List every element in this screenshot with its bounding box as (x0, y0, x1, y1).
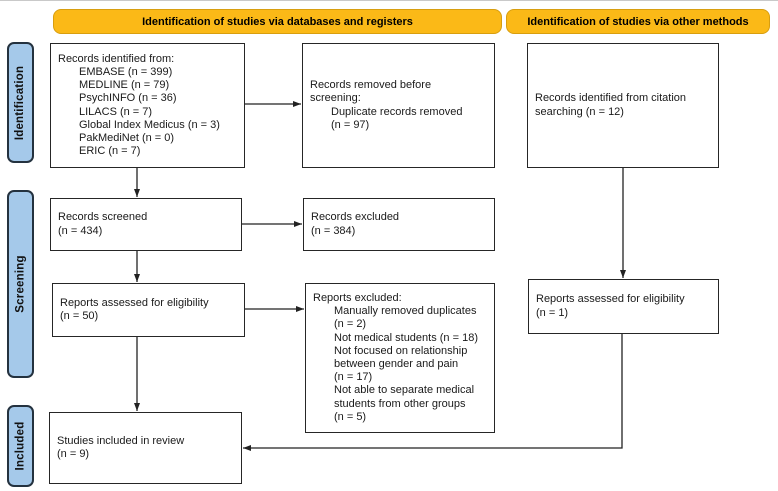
box-line: (n = 1) (536, 306, 569, 319)
stage-label-identification-text: Identification (14, 65, 27, 140)
box-line: Reports assessed for eligibility (60, 296, 209, 309)
box-line: (n = 5) (334, 410, 367, 423)
box-reports-assessed-databases: Reports assessed for eligibility (n = 50… (52, 283, 245, 337)
box-line: between gender and pain (334, 358, 459, 370)
box-reports-excluded: Reports excluded: Manually removed dupli… (305, 283, 495, 433)
arrow-assessed-other-to-included (243, 334, 623, 451)
box-line: (n = 50) (60, 310, 99, 322)
box-line: PakMediNet (n = 0) (79, 131, 175, 144)
box-line: Records identified from citation (535, 92, 687, 105)
box-line: Studies included in review (57, 434, 185, 447)
header-databases-registers: Identification of studies via databases … (53, 9, 502, 34)
stage-label-identification: Identification (7, 42, 34, 163)
box-line: EMBASE (n = 399) (79, 65, 173, 78)
box-records-removed: Records removed before screening: Duplic… (302, 43, 495, 168)
box-line: (n = 434) (58, 224, 103, 237)
box-line: Reports assessed for eligibility (536, 293, 685, 306)
stage-label-screening: Screening (7, 190, 34, 378)
box-line: Records screened (58, 211, 148, 224)
box-citation-search: Records identified from citation searchi… (527, 43, 719, 168)
box-line: searching (n = 12) (535, 105, 624, 118)
stage-label-screening-text: Screening (14, 255, 27, 313)
box-records-screened: Records screened (n = 434) (50, 198, 242, 251)
box-studies-included: Studies included in review (n = 9) (49, 412, 242, 484)
box-records-excluded: Records excluded (n = 384) (303, 198, 495, 251)
box-line: Records removed before (310, 79, 432, 92)
figure-top-border (0, 0, 778, 1)
box-line: PsychINFO (n = 36) (79, 92, 177, 105)
box-line: MEDLINE (n = 79) (79, 79, 170, 92)
box-line: (n = 17) (334, 371, 373, 384)
box-records-identified: Records identified from: EMBASE (n = 399… (50, 43, 245, 168)
box-line: (n = 9) (57, 448, 90, 460)
box-line: Manually removed duplicates (334, 305, 477, 318)
box-line: LILACS (n = 7) (79, 105, 153, 118)
box-line: (n = 97) (331, 118, 370, 131)
box-line: Not medical students (n = 18) (334, 331, 478, 344)
stage-label-included-text: Included (14, 421, 27, 471)
box-line: Not focused on relationship (334, 344, 468, 357)
stage-label-included: Included (7, 405, 34, 487)
box-line: Not able to separate medical (334, 384, 475, 397)
box-line: screening: (310, 92, 361, 105)
box-line: ERIC (n = 7) (79, 145, 141, 158)
box-line: Records identified from: (58, 52, 175, 65)
box-line: Global Index Medicus (n = 3) (79, 118, 220, 131)
box-line: (n = 384) (311, 224, 356, 237)
header-other-methods: Identification of studies via other meth… (506, 9, 770, 34)
box-line: students from other groups (334, 397, 466, 410)
box-line: Reports excluded: (313, 291, 402, 304)
box-line: (n = 2) (334, 318, 367, 331)
box-line: Records excluded (311, 211, 400, 224)
box-line: Duplicate records removed (331, 105, 463, 118)
box-reports-assessed-other: Reports assessed for eligibility (n = 1) (528, 279, 719, 334)
